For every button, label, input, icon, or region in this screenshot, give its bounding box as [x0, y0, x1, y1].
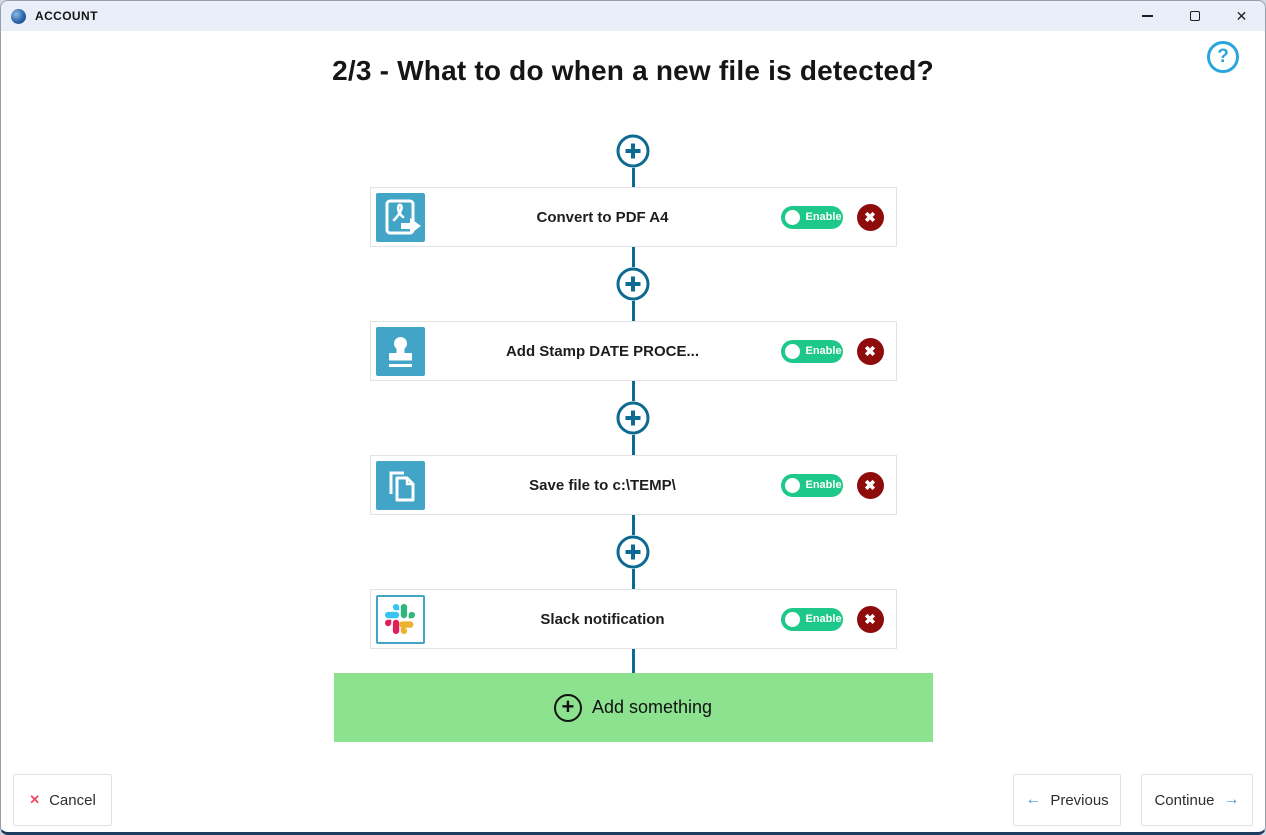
close-icon: ✕: [1235, 8, 1248, 24]
delete-action-button[interactable]: ✖: [856, 471, 884, 499]
insert-action-button[interactable]: [616, 134, 650, 168]
toggle-label: Enable: [805, 211, 842, 223]
x-icon: ✖: [864, 476, 876, 493]
connector-line: [631, 515, 635, 535]
toggle-label: Enable: [805, 479, 842, 491]
toggle-knob: [784, 343, 800, 359]
add-something-button[interactable]: + Add something: [333, 673, 933, 742]
toggle-knob: [784, 611, 800, 627]
x-icon: ✖: [864, 208, 876, 225]
connector-line: [631, 168, 635, 187]
page-title: 2/3 - What to do when a new file is dete…: [332, 55, 934, 86]
minimize-icon: [1142, 15, 1153, 17]
continue-button[interactable]: Continue →: [1141, 774, 1253, 826]
insert-action-button[interactable]: [616, 535, 650, 569]
cancel-x-icon: ✕: [29, 792, 41, 807]
slack-icon: [375, 594, 425, 644]
maximize-button[interactable]: [1171, 1, 1218, 31]
maximize-icon: [1189, 11, 1200, 21]
delete-action-button[interactable]: ✖: [856, 605, 884, 633]
enable-toggle[interactable]: Enable: [780, 607, 843, 631]
window-title: ACCOUNT: [35, 9, 98, 23]
toggle-label: Enable: [805, 345, 842, 357]
workflow-column: Convert to PDF A4 Enable ✖: [1, 134, 1265, 742]
insert-action-button[interactable]: [616, 267, 650, 301]
toggle-knob: [784, 477, 800, 493]
toggle-label: Enable: [805, 613, 842, 625]
window-controls: ✕: [1124, 1, 1265, 31]
close-button[interactable]: ✕: [1218, 1, 1265, 31]
cancel-label: Cancel: [49, 791, 96, 809]
arrow-left-icon: ←: [1025, 791, 1042, 808]
action-card-save-file[interactable]: Save file to c:\TEMP\ Enable ✖: [369, 455, 897, 515]
pdf-icon: [375, 192, 425, 242]
x-icon: ✖: [864, 610, 876, 627]
connector-line: [631, 301, 635, 321]
action-title: Convert to PDF A4: [536, 208, 669, 226]
previous-label: Previous: [1050, 791, 1109, 809]
insert-action-button[interactable]: [616, 401, 650, 435]
action-title: Slack notification: [540, 610, 665, 628]
copy-icon: [375, 460, 425, 510]
connector-line: [631, 381, 635, 401]
action-card-convert-pdf[interactable]: Convert to PDF A4 Enable ✖: [369, 187, 897, 247]
minimize-button[interactable]: [1124, 1, 1171, 31]
enable-toggle[interactable]: Enable: [780, 205, 843, 229]
cancel-button[interactable]: ✕ Cancel: [13, 774, 112, 826]
action-title: Add Stamp DATE PROCE...: [505, 342, 700, 360]
action-title: Save file to c:\TEMP\: [529, 476, 676, 494]
question-mark-icon: ?: [1217, 46, 1229, 67]
action-card-slack[interactable]: Slack notification Enable ✖: [369, 589, 897, 649]
arrow-right-icon: →: [1223, 791, 1240, 808]
connector-line: [631, 569, 635, 589]
action-card-add-stamp[interactable]: Add Stamp DATE PROCE... Enable ✖: [369, 321, 897, 381]
continue-label: Continue: [1154, 791, 1215, 809]
connector-line: [631, 247, 635, 267]
plus-icon: +: [553, 693, 582, 722]
help-button[interactable]: ?: [1207, 41, 1239, 73]
connector-line: [631, 649, 635, 673]
delete-action-button[interactable]: ✖: [856, 203, 884, 231]
enable-toggle[interactable]: Enable: [780, 339, 843, 363]
toggle-knob: [784, 209, 800, 225]
enable-toggle[interactable]: Enable: [780, 473, 843, 497]
delete-action-button[interactable]: ✖: [856, 337, 884, 365]
stamp-icon: [375, 326, 425, 376]
connector-line: [631, 435, 635, 455]
title-bar: ACCOUNT ✕: [1, 1, 1265, 31]
add-something-label: Add something: [591, 697, 713, 717]
x-icon: ✖: [864, 342, 876, 359]
app-logo-icon: [11, 8, 26, 24]
previous-button[interactable]: ← Previous: [1013, 774, 1121, 826]
